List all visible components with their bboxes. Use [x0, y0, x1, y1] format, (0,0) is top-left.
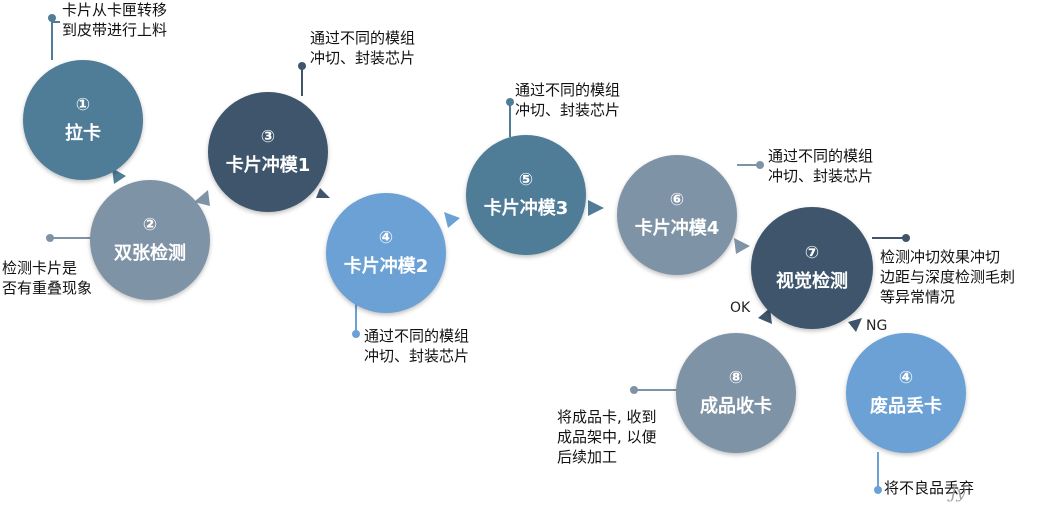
step-note-line: 冲切、封装芯片 [310, 49, 416, 67]
step-number: ⑥ [669, 190, 685, 210]
step-circle: ⑥ 卡片冲模4 [617, 155, 737, 275]
step-circle: ① 拉卡 [23, 60, 143, 180]
step-circle: ⑦ 视觉检测 [751, 207, 873, 329]
step-note-line: 卡片从卡匣转移 [62, 1, 168, 19]
step-note-line: 到皮带进行上料 [62, 21, 168, 39]
leader-dot [46, 234, 54, 242]
step-note-line: 将不良品丢弃 [884, 479, 975, 497]
step-label: 拉卡 [65, 123, 101, 144]
step-label: 双张检测 [114, 243, 186, 264]
leader-dot [756, 161, 764, 169]
step-number: ④ [378, 228, 394, 248]
step-note: 将成品卡, 收到成品架中, 以便后续加工 [557, 407, 657, 467]
flow-arrow [112, 168, 126, 184]
flow-arrow [848, 318, 862, 332]
step-number: ⑦ [804, 243, 820, 263]
step-note: 卡片从卡匣转移到皮带进行上料 [62, 0, 167, 40]
step-note-line: 检测冲切效果冲切 [880, 248, 1001, 266]
step-number: ① [75, 95, 91, 115]
step-note-line: 通过不同的模组 [310, 29, 416, 47]
step-circle: ④ 废品丢卡 [846, 333, 966, 453]
step-note-line: 通过不同的模组 [364, 327, 470, 345]
step-label: 视觉检测 [776, 271, 848, 292]
step-circle: ⑤ 卡片冲模3 [466, 135, 586, 255]
flow-arrow [444, 212, 460, 228]
leader-dot [298, 62, 306, 70]
step-note-line: 后续加工 [557, 448, 618, 466]
ok-branch-label: OK [730, 300, 751, 316]
leader-dot [874, 486, 882, 494]
step-label: 成品收卡 [700, 396, 772, 417]
leader-dot [48, 14, 56, 22]
leader-dot [902, 234, 910, 242]
step-number: ⑤ [518, 170, 534, 190]
step-note-line: 通过不同的模组 [768, 147, 874, 165]
step-note-line: 冲切、封装芯片 [768, 167, 874, 185]
step-note-line: 检测卡片是 [2, 259, 78, 277]
watermark-logo: Jy [950, 483, 966, 502]
step-label: 废品丢卡 [870, 396, 942, 417]
step-note: 通过不同的模组冲切、封装芯片 [515, 80, 620, 120]
step-note-line: 否有重叠现象 [2, 279, 93, 297]
step-note: 检测卡片是否有重叠现象 [2, 258, 92, 298]
step-label: 卡片冲模1 [225, 155, 311, 176]
step-note-line: 冲切、封装芯片 [515, 101, 621, 119]
step-circle: ② 双张检测 [90, 180, 210, 300]
step-note-line: 成品架中, 以便 [557, 428, 657, 446]
step-note-line: 将成品卡, 收到 [557, 408, 657, 426]
leader-dot [630, 386, 638, 394]
step-label: 卡片冲模2 [343, 256, 429, 277]
flow-arrow [734, 238, 750, 254]
step-circle: ⑧ 成品收卡 [676, 333, 796, 453]
flow-arrow [588, 200, 604, 216]
step-note-line: 冲切、封装芯片 [364, 347, 470, 365]
ng-branch-label: NG [866, 318, 888, 334]
step-number: ② [142, 215, 158, 235]
flow-arrow [316, 188, 330, 198]
step-number: ③ [260, 127, 276, 147]
step-circle: ③ 卡片冲模1 [208, 92, 328, 212]
step-circle: ④ 卡片冲模2 [326, 193, 446, 313]
step-note: 将不良品丢弃 [884, 478, 974, 498]
step-label: 卡片冲模3 [483, 198, 569, 219]
step-number: ④ [898, 368, 914, 388]
step-note: 通过不同的模组冲切、封装芯片 [768, 146, 873, 186]
leader-dot [352, 330, 360, 338]
leader-dot [506, 98, 514, 106]
step-note: 通过不同的模组冲切、封装芯片 [310, 28, 415, 68]
step-number: ⑧ [728, 368, 744, 388]
step-note-line: 等异常情况 [880, 288, 956, 306]
flow-arrow [758, 308, 772, 324]
step-note-line: 通过不同的模组 [515, 81, 621, 99]
step-note: 通过不同的模组冲切、封装芯片 [364, 326, 469, 366]
step-note-line: 边距与深度检测毛刺 [880, 268, 1016, 286]
step-note: 检测冲切效果冲切边距与深度检测毛刺等异常情况 [880, 247, 1015, 307]
flow-arrow [194, 190, 210, 206]
step-label: 卡片冲模4 [634, 218, 720, 239]
